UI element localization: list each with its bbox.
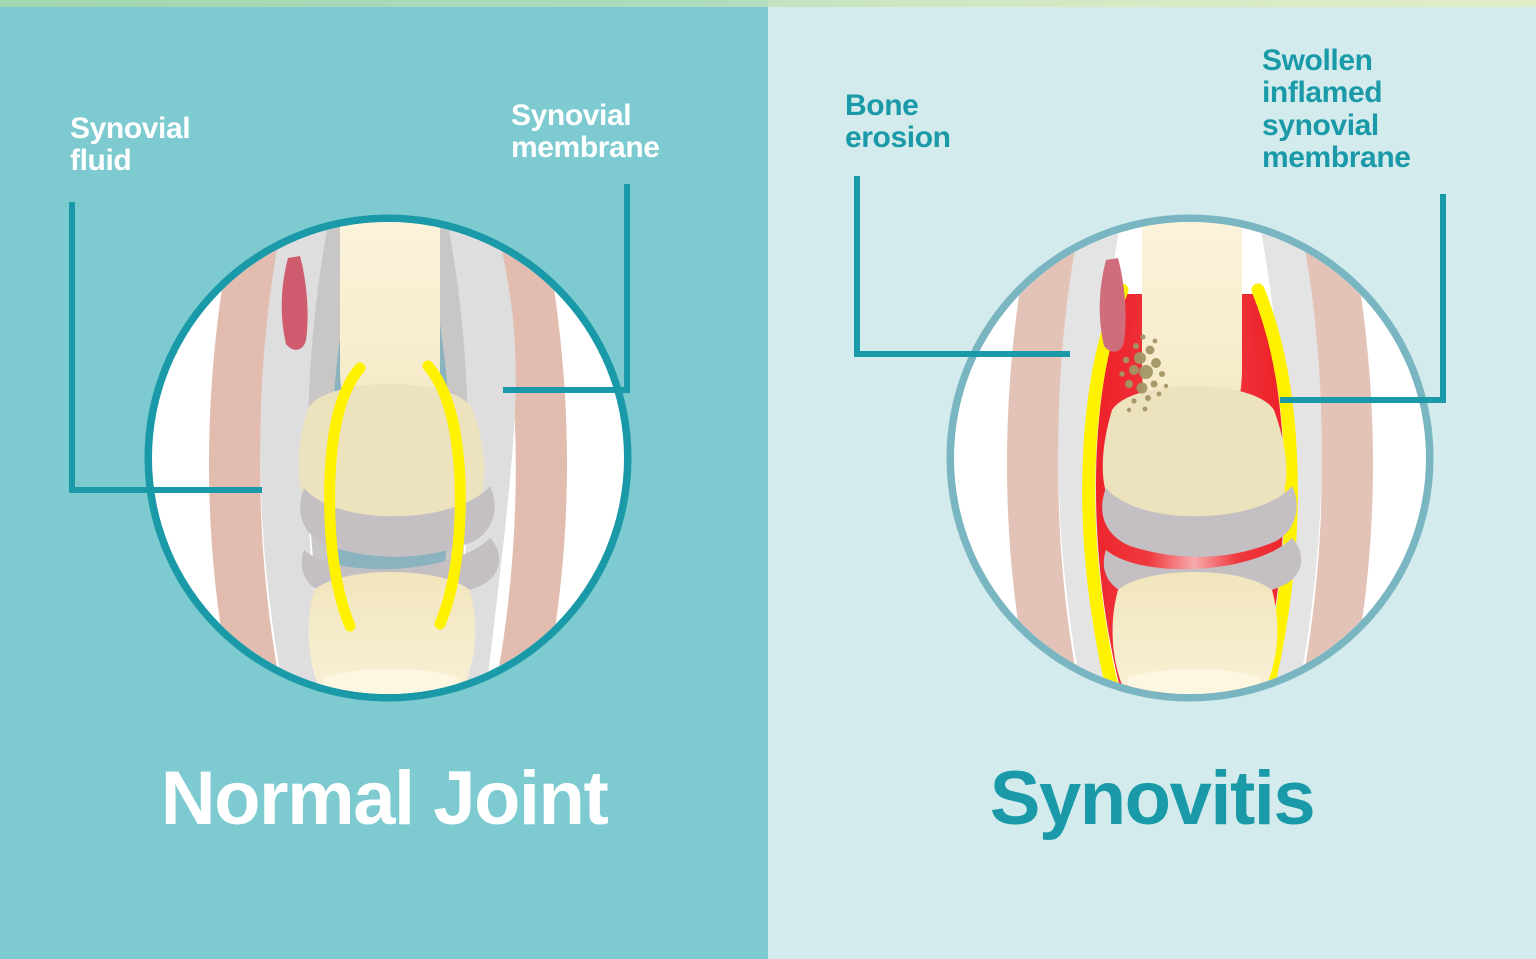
joint-interior <box>954 222 1426 694</box>
callout-synovial-membrane: Synovial membrane <box>511 99 660 165</box>
blood-vessel-sliver <box>1099 258 1126 352</box>
upper-bone-shaft <box>1142 222 1242 448</box>
lower-bone-head <box>1112 572 1278 694</box>
upper-cartilage <box>1102 486 1297 557</box>
upper-bone-head <box>1102 386 1287 538</box>
swollen-membrane-outline-left <box>1082 283 1141 694</box>
caption-normal-joint: Normal Joint <box>160 756 609 841</box>
normal-joint-illustration <box>128 198 648 718</box>
panel-normal-joint: Synovial fluid Synovial membrane Normal … <box>0 0 768 959</box>
synovial-membrane-arc-right <box>422 360 466 630</box>
upper-cartilage <box>300 486 495 557</box>
synovitis-joint-illustration <box>930 198 1450 718</box>
callout-swollen-inflamed-synovial-membrane: Swollen inflamed synovial membrane <box>1262 44 1411 175</box>
upper-bone-shaft <box>340 222 440 448</box>
joint-interior <box>152 222 624 694</box>
blood-vessel-sliver <box>281 256 308 350</box>
synovial-membrane-arc-left <box>324 362 366 632</box>
upper-bone-head <box>298 384 485 538</box>
fibrous-capsule-left <box>1058 222 1134 694</box>
caption-synovitis: Synovitis <box>989 756 1316 841</box>
callout-synovial-fluid: Synovial fluid <box>70 112 191 178</box>
panel-synovitis: Bone erosion Swollen inflamed synovial m… <box>768 0 1536 959</box>
bone-erosion-debris <box>1119 334 1169 413</box>
callout-bone-erosion: Bone erosion <box>845 89 951 155</box>
